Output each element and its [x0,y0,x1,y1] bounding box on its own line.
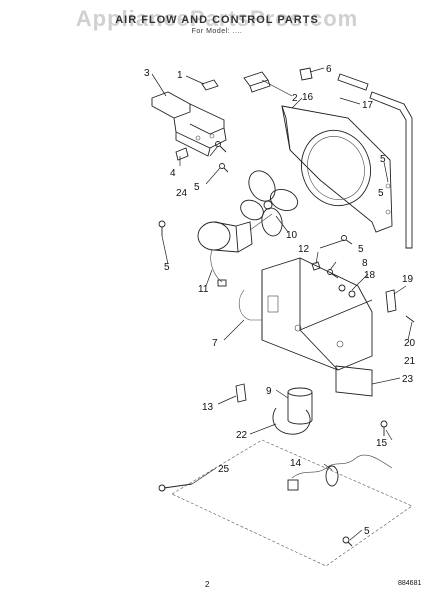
callout-15: 15 [376,438,388,449]
callout-21: 21 [404,356,416,367]
callout-16: 16 [302,92,314,103]
callout-19: 19 [402,274,414,285]
part-capacitor-9 [287,387,313,425]
callout-9: 9 [266,386,272,397]
callout-17: 17 [362,100,374,111]
callout-2: 2 [292,93,298,104]
callout-5-e: 5 [364,526,370,537]
callout-12: 12 [298,244,310,255]
callout-5-f: 5 [378,188,384,199]
callout-7: 7 [212,338,218,349]
callout-20: 20 [404,338,416,349]
base-pan-outline [171,439,413,567]
callout-4: 4 [170,168,176,179]
part-fan-blade-10 [240,170,299,237]
part-screw-5-bottom [342,536,353,547]
callout-13: 13 [202,402,214,413]
part-bracket-19 [385,289,397,313]
part-bracket-23 [335,365,373,397]
callout-22: 22 [236,430,248,441]
watermark: AppliancePartsPros.com [75,6,359,31]
callout-5-a: 5 [194,182,200,193]
page-number: 2 [205,580,210,589]
callout-18: 18 [364,270,376,281]
callout-11: 11 [198,284,209,295]
part-screw-5-shroud [341,235,353,245]
callout-labels: 1 2 3 4 5 6 7 8 9 10 11 12 13 14 15 16 1… [144,64,416,537]
part-switch-2 [243,71,271,93]
callout-6: 6 [326,64,332,75]
callout-23: 23 [402,374,414,385]
part-terminal-13 [235,383,247,403]
part-screw-15 [380,420,388,436]
callout-24: 24 [176,188,188,199]
part-pad-6 [299,67,313,81]
part-harness-14 [287,454,393,491]
callout-25: 25 [218,464,230,475]
part-screw-5-left [158,220,166,236]
part-motor-11 [197,213,273,287]
document-number: 884681 [398,580,422,587]
diagram-subtitle: For Model: .... [191,28,243,35]
part-retainer-4 [175,147,189,161]
part-seal-strip-17 [337,73,413,249]
callout-8: 8 [362,258,368,269]
part-nut-18 [338,284,356,298]
callout-3: 3 [144,68,150,79]
part-screw-21 [405,315,415,323]
callout-5-d: 5 [358,244,364,255]
callout-5-b: 5 [380,154,386,165]
part-strap-22 [272,407,311,435]
part-fan-shroud-16 [281,105,393,233]
callout-1: 1 [177,70,183,81]
callout-5-c: 5 [164,262,170,273]
leader-lines [151,67,413,541]
callout-14: 14 [290,458,302,469]
diagram-title: AIR FLOW AND CONTROL PARTS [115,14,319,26]
part-partition-7 [238,257,373,371]
part-screw-5a [219,163,229,173]
part-control-bracket [151,91,227,157]
callout-10: 10 [286,230,298,241]
part-clip-1 [201,79,219,91]
